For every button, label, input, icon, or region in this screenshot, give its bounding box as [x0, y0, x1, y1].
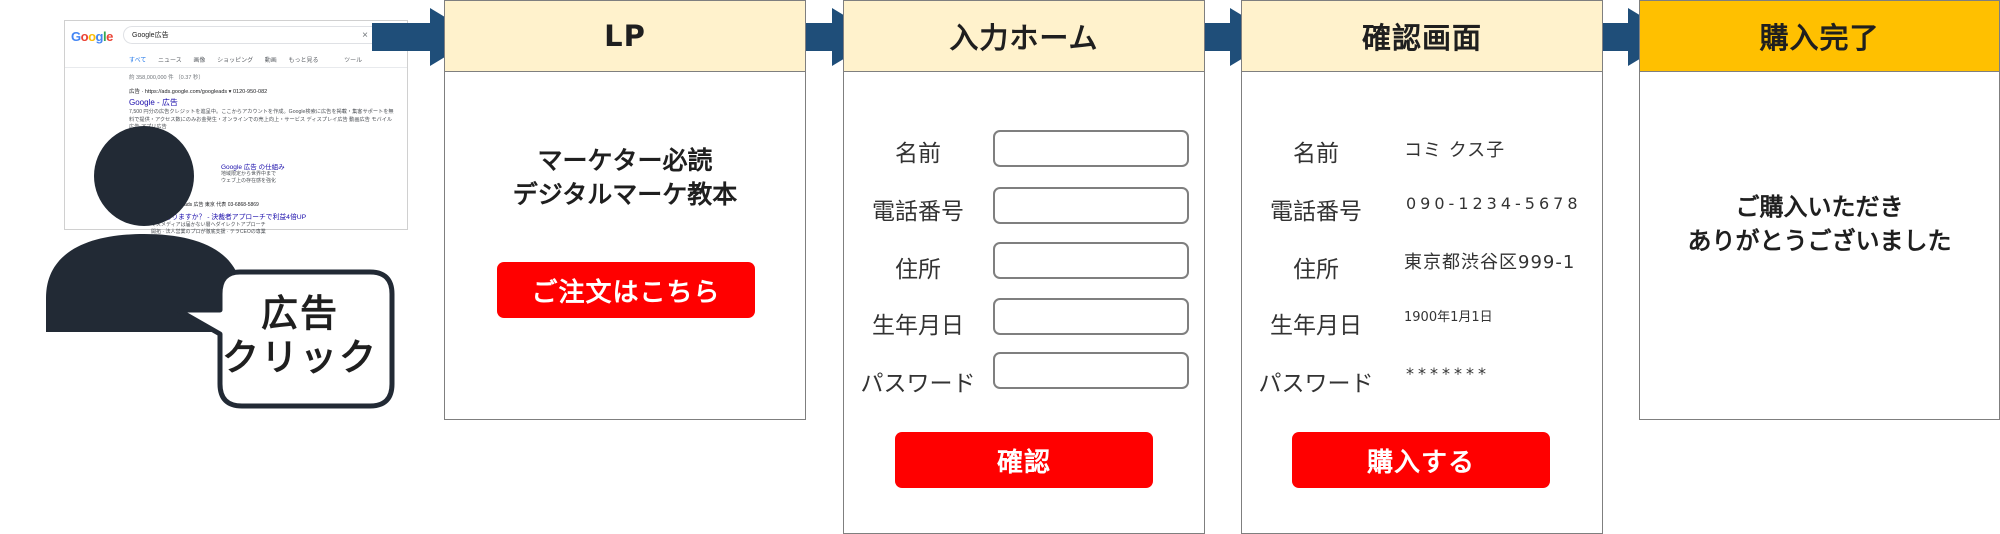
bubble-line-2: クリック	[222, 336, 378, 379]
google-logo: Google	[71, 29, 113, 44]
confirm-title: 確認画面	[1361, 21, 1482, 55]
done-title: 購入完了	[1759, 21, 1880, 55]
form-label-address: 住所	[895, 257, 941, 283]
ad2-title-link[interactable]: 企業ありますか？ - 決裁者アプローチで利益4倍UP	[151, 214, 307, 221]
search-query: Google広告	[132, 32, 169, 39]
form-title: 入力ホーム	[949, 21, 1099, 55]
thank-you-line-2: ありがとうございました	[1687, 227, 1952, 255]
speech-bubble-shape	[175, 269, 395, 409]
lp-title: LP	[604, 19, 646, 53]
lp-copy-line-2: デジタルマーケ教本	[512, 180, 738, 209]
confirm-header: 確認画面	[1241, 0, 1603, 72]
confirm-value-password: *******	[1406, 364, 1490, 383]
confirm-label-name: 名前	[1293, 141, 1339, 167]
confirm-value-birthdate: 1900年1月1日	[1404, 310, 1493, 325]
done-header: 購入完了	[1639, 0, 2000, 72]
phone-input[interactable]	[993, 187, 1189, 224]
confirm-value-phone: 090-1234-5678	[1406, 194, 1582, 213]
tab-tools[interactable]: ツール	[344, 58, 363, 64]
ad-title-link[interactable]: Google - 広告	[129, 98, 178, 107]
clear-icon[interactable]: ×	[362, 30, 368, 41]
ad-sitelink-text: 地域限定から世界中まで ウェブ上の存在感を強化	[221, 171, 277, 184]
form-label-password: パスワード	[860, 371, 976, 397]
confirm-button[interactable]: 確認	[895, 432, 1153, 488]
tab-shopping[interactable]: ショッピング	[217, 58, 254, 64]
tab-news[interactable]: ニュース	[158, 58, 182, 64]
form-header: 入力ホーム	[843, 0, 1205, 72]
search-tabs: すべて ニュース 画像 ショッピング 動画 もっと見る ツール	[129, 55, 372, 64]
speech-bubble: 広告 クリック	[175, 269, 395, 409]
thank-you-line-1: ご購入いただき	[1735, 193, 1904, 221]
lp-header: LP	[444, 0, 806, 72]
bubble-text: 広告 クリック	[210, 292, 390, 380]
confirm-value-address: 東京都渋谷区999-1	[1404, 252, 1576, 273]
result-stats: 約 358,000,000 件 （0.37 秒）	[129, 75, 204, 81]
password-input[interactable]	[993, 352, 1189, 389]
tab-all[interactable]: すべて	[129, 58, 147, 64]
form-label-name: 名前	[895, 141, 941, 167]
search-input[interactable]: Google広告 ×	[123, 26, 393, 44]
order-button[interactable]: ご注文はこちら	[497, 262, 755, 318]
purchase-button[interactable]: 購入する	[1292, 432, 1550, 488]
lp-copy: マーケター必読 デジタルマーケ教本	[444, 144, 806, 212]
address-input[interactable]	[993, 242, 1189, 279]
tab-videos[interactable]: 動画	[264, 58, 277, 64]
birthdate-input[interactable]	[993, 298, 1189, 335]
tab-divider	[65, 67, 407, 68]
confirm-label-birthdate: 生年月日	[1270, 313, 1362, 339]
ad2-description: マスメディアは届かない層へダイレクトアプローチ 開拓 · 法人営業のプロが徹底支…	[151, 222, 266, 235]
form-label-birthdate: 生年月日	[872, 313, 964, 339]
ad2-header: www.gyosei.jp/ads 広告 東京 代表 03-6868-5869	[151, 202, 259, 208]
lp-copy-line-1: マーケター必読	[537, 146, 713, 175]
ad-sitelink-title[interactable]: Google 広告 の仕組み	[221, 164, 285, 171]
ad-header: 広告 · https://ads.google.com/googleads ▾ …	[129, 89, 268, 95]
confirm-label-phone: 電話番号	[1270, 199, 1362, 225]
confirm-label-password: パスワード	[1258, 371, 1374, 397]
thank-you-message: ご購入いただき ありがとうございました	[1639, 190, 2000, 258]
tab-more[interactable]: もっと見る	[288, 58, 319, 64]
confirm-value-name: コミ クス子	[1404, 140, 1506, 161]
confirm-label-address: 住所	[1293, 257, 1339, 283]
name-input[interactable]	[993, 130, 1189, 167]
form-label-phone: 電話番号	[872, 199, 964, 225]
tab-images[interactable]: 画像	[193, 58, 206, 64]
bubble-line-1: 広告	[261, 292, 339, 335]
